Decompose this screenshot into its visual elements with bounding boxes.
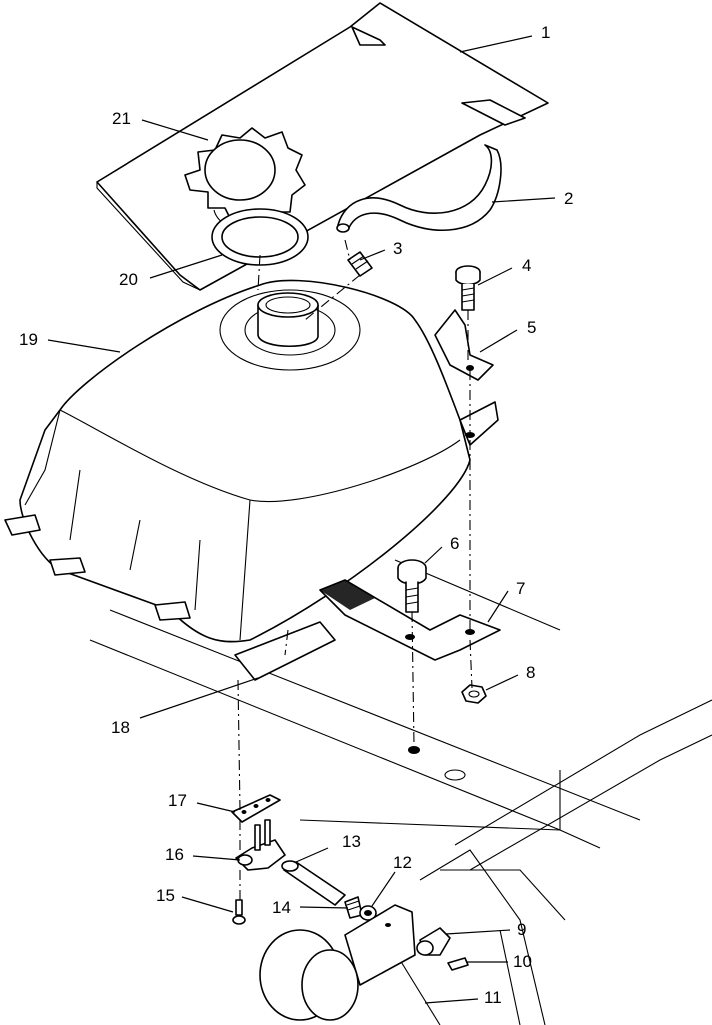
gasket-part-20 [211,208,309,266]
assembly-centerlines [237,239,473,900]
callout-3: 3 [393,239,402,258]
fuel-tank-part-19 [4,279,499,643]
leader-lines [47,35,556,1004]
callout-16: 16 [165,845,184,864]
callout-20: 20 [119,270,138,289]
callout-11: 11 [484,988,502,1007]
screw-part-15 [232,899,246,925]
callout-19: 19 [19,330,38,349]
callout-21: 21 [112,109,131,128]
bracket-part-11 [259,904,416,1021]
callout-2: 2 [564,189,573,208]
screw-part-10 [447,957,469,971]
callout-8: 8 [526,663,535,682]
plate-part-17 [231,794,281,823]
callout-15: 15 [156,886,175,905]
washer-lower [408,746,420,754]
clip-part-9 [416,927,451,956]
callout-4: 4 [522,256,531,275]
callout-12: 12 [393,853,412,872]
nut-part-8 [461,684,487,704]
callout-14: 14 [272,898,291,917]
callout-18: 18 [111,718,130,737]
clamp-part-12 [359,905,377,921]
bolt-part-4 [455,265,481,311]
fuel-line-part-13 [281,860,346,906]
vent-fitting-part-3 [347,251,373,277]
callout-17: 17 [168,791,187,810]
bolt-part-6 [397,559,427,613]
pad-part-1 [96,2,549,291]
callout-9: 9 [517,920,526,939]
vent-hose-part-2 [336,144,502,233]
callout-6: 6 [450,534,459,553]
fuel-cap-part-21 [184,127,306,231]
callout-13: 13 [342,832,361,851]
callout-1: 1 [541,23,550,42]
fuel-valve-part-16 [235,819,286,871]
strap-bracket-part-7 [319,579,501,661]
callout-10: 10 [513,952,532,971]
callout-7: 7 [516,579,525,598]
bracket-part-5 [434,309,494,381]
callout-labels: 1 2 3 4 5 6 7 8 9 10 11 12 13 14 15 16 1… [19,23,573,1007]
callout-5: 5 [527,318,536,337]
